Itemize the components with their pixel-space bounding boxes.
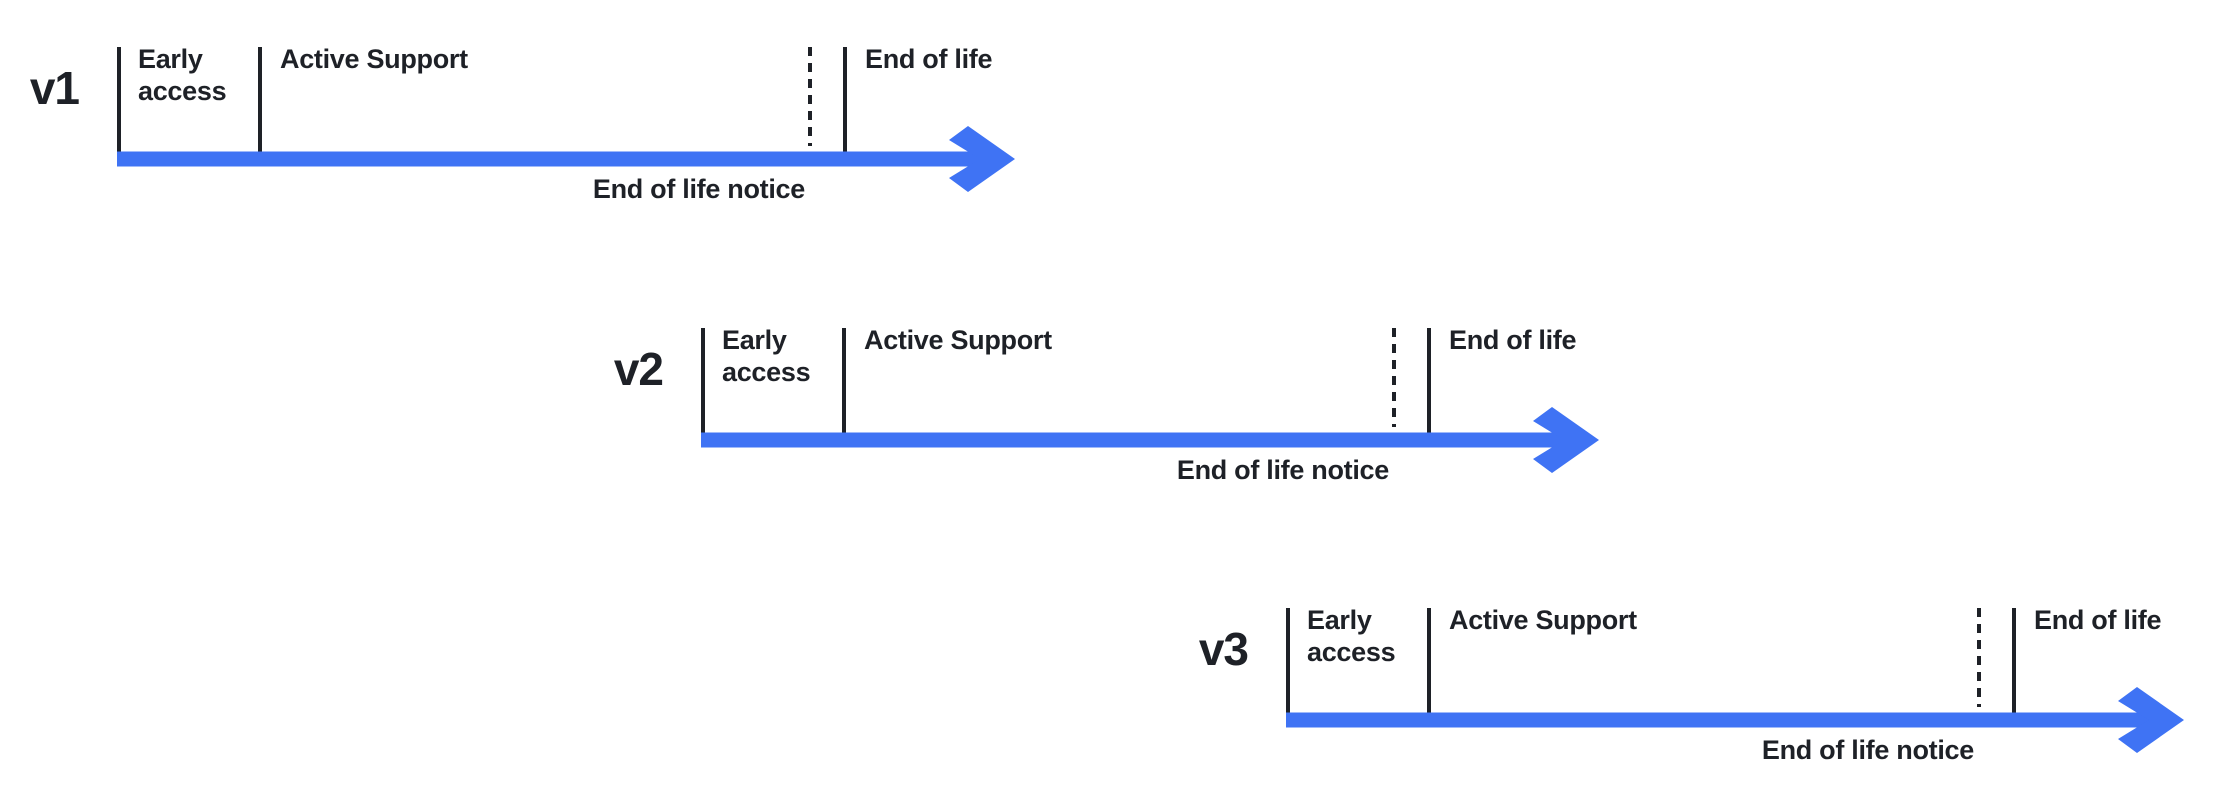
end-of-life-tick	[843, 47, 847, 152]
eol-notice-label: End of life notice	[1176, 455, 1389, 485]
version-label: v3	[1198, 623, 1249, 675]
active-support-start-tick	[842, 328, 846, 433]
end-of-life-tick	[1427, 328, 1431, 433]
active-support-label: Active Support	[864, 325, 1052, 355]
version-label: v1	[29, 62, 80, 114]
timeline-arrow-icon	[701, 407, 1599, 473]
eol-notice-label: End of life notice	[1761, 735, 1974, 765]
timeline-arrow-icon	[1286, 687, 2184, 753]
arrow-head	[949, 126, 1015, 192]
early-access-start-tick	[701, 328, 705, 433]
early-access-label: Early access	[722, 325, 811, 387]
timeline-arrow-icon	[117, 126, 1015, 192]
end-of-life-label: End of life	[1449, 325, 1577, 355]
version-label: v2	[613, 343, 664, 395]
active-support-label: Active Support	[1449, 605, 1637, 635]
eol-notice-dashed-tick	[1392, 328, 1396, 427]
eol-notice-dashed-tick	[1977, 608, 1981, 707]
arrow-head	[2118, 687, 2184, 753]
timeline-row-v1: v1 Early access Active Support End of li…	[30, 44, 1077, 222]
arrow-head	[1533, 407, 1599, 473]
active-support-label: Active Support	[280, 44, 468, 74]
eol-notice-dashed-tick	[808, 47, 812, 146]
early-access-label: Early access	[138, 44, 227, 106]
active-support-start-tick	[1427, 608, 1431, 713]
timeline-row-v3: v3 Early access Active Support End of li…	[1199, 605, 2228, 783]
end-of-life-label: End of life	[865, 44, 993, 74]
timeline-row-v2: v2 Early access Active Support End of li…	[614, 325, 1661, 503]
early-access-start-tick	[117, 47, 121, 152]
end-of-life-label: End of life	[2034, 605, 2162, 635]
eol-notice-label: End of life notice	[592, 174, 805, 204]
end-of-life-tick	[2012, 608, 2016, 713]
active-support-start-tick	[258, 47, 262, 152]
early-access-start-tick	[1286, 608, 1290, 713]
early-access-label: Early access	[1307, 605, 1396, 667]
